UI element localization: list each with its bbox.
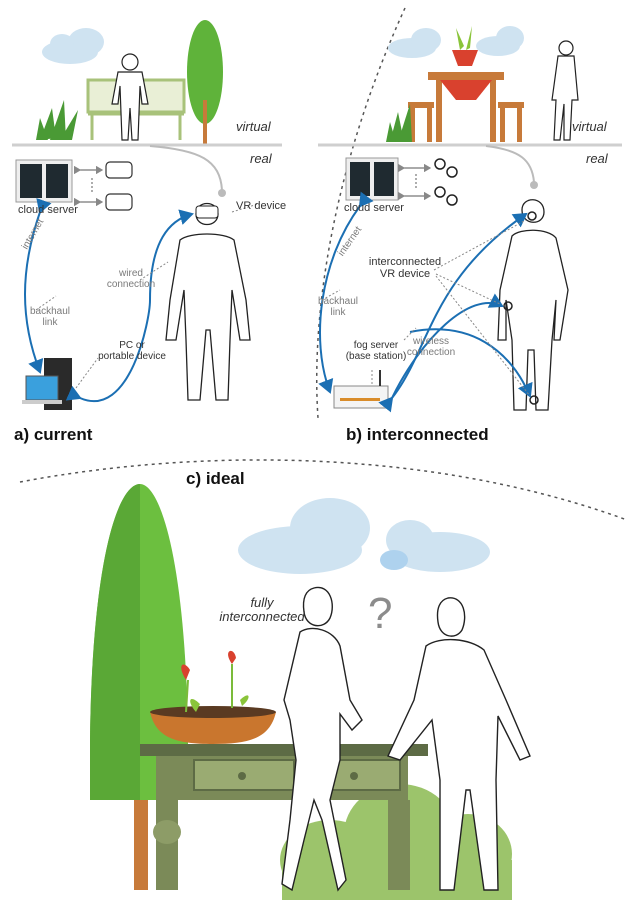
backhaul-label-a: backhaul link xyxy=(28,306,72,328)
cloud-overlap xyxy=(380,550,408,570)
wireless-line-1: wireless xyxy=(412,336,450,347)
panel-b-title: b) interconnected xyxy=(346,425,489,444)
plant-pot-icon xyxy=(452,26,478,66)
backhaul-b-line-1: backhaul xyxy=(317,296,359,307)
device-node-icons xyxy=(434,158,458,206)
interconnected-vr-label: interconnected VR device xyxy=(360,256,450,280)
person-man-icon xyxy=(387,597,531,891)
divider-horizontal xyxy=(19,459,627,521)
fully-line-2: interconnected xyxy=(219,609,305,625)
vr-device-label: VR device xyxy=(236,200,287,212)
wireless-connection-label: wireless connection xyxy=(396,336,466,358)
sync-arrows xyxy=(74,165,104,207)
cloud-server-icon xyxy=(345,157,399,201)
cloud-icon xyxy=(238,498,490,574)
table-icon xyxy=(408,72,524,142)
interconnected-line-2: VR device xyxy=(379,268,431,281)
virtual-link-line xyxy=(149,145,223,191)
wired-line-2: connection xyxy=(106,279,156,290)
leader-wired xyxy=(139,261,169,281)
grass-icon xyxy=(36,100,78,140)
backhaul-a-line-1: backhaul xyxy=(29,306,71,317)
interconnect-dashes xyxy=(321,219,531,397)
cloud-server-icon xyxy=(15,159,73,203)
backhaul-a-line-2: link xyxy=(42,317,58,328)
backhaul-b-line-2: link xyxy=(330,307,346,318)
leader-vr xyxy=(231,203,259,213)
fully-line-1: fully xyxy=(250,595,274,610)
interconnected-line-1: interconnected xyxy=(368,256,442,268)
vr-headset-icon xyxy=(105,161,133,211)
fog-line-1: fog server xyxy=(353,340,399,351)
grass-icon xyxy=(386,104,412,142)
person-virtual-icon xyxy=(111,53,149,141)
wired-connection-label: wired connection xyxy=(96,268,166,290)
fully-interconnected-label: fully interconnected xyxy=(212,595,312,625)
layer-virtual-b: virtual xyxy=(572,119,607,134)
leader-pc xyxy=(75,357,99,389)
backhaul-label-b: backhaul link xyxy=(316,296,360,318)
wireless-link-3 xyxy=(409,328,533,398)
cloud-server-label-b: cloud server xyxy=(344,202,404,214)
panel-a-title: a) current xyxy=(14,425,93,444)
wireless-link-2 xyxy=(391,293,504,399)
internet-link xyxy=(24,198,52,374)
layer-real-b: real xyxy=(586,151,608,166)
plant-bowl-icon xyxy=(150,650,276,744)
panel-a xyxy=(12,20,282,410)
layer-virtual-a: virtual xyxy=(236,119,271,134)
pc-line-2: portable device xyxy=(98,351,166,362)
sync-arrows xyxy=(398,163,432,201)
fog-line-2: (base station) xyxy=(345,351,407,362)
person-woman-icon xyxy=(281,586,363,892)
panel-c xyxy=(90,484,531,900)
pc-label: PC or portable device xyxy=(92,340,172,362)
question-mark: ? xyxy=(368,589,393,638)
leader-backhaul xyxy=(35,295,57,311)
pc-line-1: PC or xyxy=(119,340,145,351)
layer-real-a: real xyxy=(250,151,272,166)
headset-on-person xyxy=(195,205,219,219)
fog-server-icon xyxy=(333,370,389,409)
person-virtual-icon xyxy=(551,40,579,141)
cloud-server-label-a: cloud server xyxy=(18,204,78,216)
fog-server-label: fog server (base station) xyxy=(336,340,416,362)
wired-line-1: wired xyxy=(119,268,143,279)
cloud-icon xyxy=(42,28,104,64)
tree-icon xyxy=(187,20,223,144)
cloud-icon xyxy=(388,26,524,58)
panel-c-title: c) ideal xyxy=(186,469,245,488)
wireless-line-2: connection xyxy=(406,347,456,358)
table-icon xyxy=(140,744,428,890)
virtual-link-line xyxy=(485,145,535,183)
person-real-icon xyxy=(497,199,569,411)
panel-b xyxy=(318,26,622,413)
wired-link xyxy=(65,209,194,402)
pc-icon xyxy=(22,358,72,410)
wireless-link-1 xyxy=(378,212,528,413)
person-real-icon xyxy=(165,202,251,401)
